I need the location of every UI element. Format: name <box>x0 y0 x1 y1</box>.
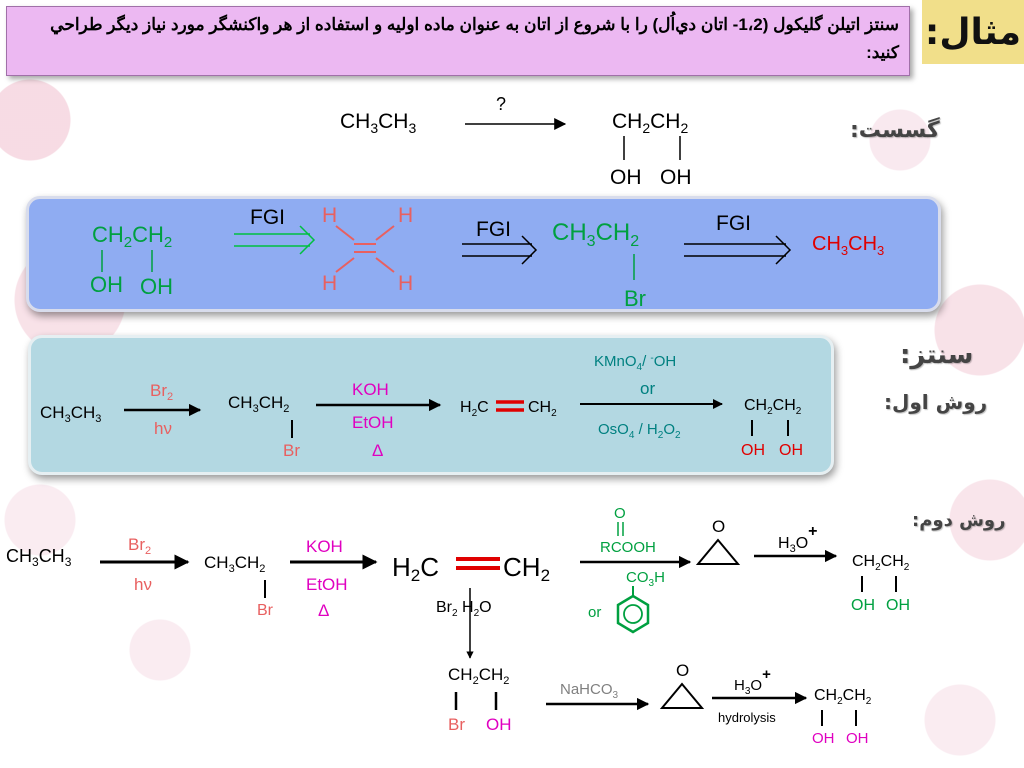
m2-ethane: CH3CH3 <box>6 546 72 569</box>
m2-reagent2-top: KOH <box>306 537 343 556</box>
retro-ethane: CH3CH3 <box>812 233 884 258</box>
m1-diol: CH2CH2 <box>744 397 802 417</box>
method2-scheme: CH3CH3 Br2 hν CH3CH2 Br KOH EtOH Δ H2C C… <box>6 505 910 747</box>
retro-arrow-2 <box>462 235 538 265</box>
retro-br: Br <box>624 286 646 311</box>
retro-oh-left: OH <box>90 272 123 297</box>
question-box: سنتز اتیلن گلیکول (1،2- اتان دي‌اُل) را … <box>6 6 910 76</box>
m2-diol-2: CH2CH2 <box>814 687 872 707</box>
retro-bromoethane: CH3CH2 <box>552 219 639 250</box>
m1-oh-left: OH <box>741 442 765 459</box>
m2-h3o: H3O+ <box>778 523 817 555</box>
m1-bromoethane: CH3CH2 <box>228 393 289 415</box>
method1-label: روش اول: <box>884 390 988 414</box>
target-scheme: CH3CH3 ? CH2CH2 OH OH <box>340 94 692 189</box>
svg-text:O: O <box>712 517 725 536</box>
fgi-label-2: FGI <box>476 218 511 241</box>
m1-reagent1-top: Br2 <box>150 381 173 403</box>
svg-text:H: H <box>322 204 337 227</box>
m2-reagent2-bottom: Δ <box>318 601 329 620</box>
m2-peracid: RCOOH <box>600 539 656 556</box>
retrosynthesis-panel <box>26 196 941 312</box>
m2-ethene-left: H2C <box>392 552 439 585</box>
m2-hydrolysis-label: hydrolysis <box>718 710 776 725</box>
m1-reagent2-bottom: Δ <box>372 441 383 460</box>
m1-ethene-right: CH2 <box>528 399 557 419</box>
epoxide-ring-icon-2: O <box>659 661 705 709</box>
svg-text:O: O <box>676 661 689 680</box>
m2-oh-right: OH <box>886 597 910 614</box>
svg-text:H: H <box>398 204 413 227</box>
m2-diol: CH2CH2 <box>852 553 910 573</box>
fgi-label-3: FGI <box>716 212 751 235</box>
m1-oh-right: OH <box>779 442 803 459</box>
question-text: سنتز اتیلن گلیکول (1،2- اتان دي‌اُل) را … <box>50 15 899 62</box>
disconnection-label: گسست: <box>850 118 940 143</box>
m2-mcpba-acid: CO3H <box>626 569 665 589</box>
retro-ethene: H H H H <box>322 204 413 295</box>
m2-reagent1-bottom: hν <box>134 575 152 594</box>
epoxide-ring-icon: O <box>695 517 741 565</box>
retro-arrow-3 <box>684 235 792 265</box>
svg-text:H: H <box>398 272 413 295</box>
m2-nahco3: NaHCO3 <box>560 681 619 701</box>
m2-bromohydrin-br: Br <box>448 715 465 734</box>
synthesis-label: سنتز: <box>900 340 974 370</box>
m2-bromohydrin-oh: OH <box>486 715 512 734</box>
m2-oh2-right: OH <box>846 730 869 747</box>
m2-h3o-2: H3O+ <box>734 666 771 697</box>
m2-bromoethane: CH3CH2 <box>204 553 265 575</box>
benzene-ring-icon <box>616 586 650 634</box>
method1-scheme: CH3CH3 Br2 hν CH3CH2 Br KOH EtOH Δ H2C C… <box>40 353 803 460</box>
m1-reagent3-or: or <box>640 379 655 398</box>
retrosynthesis-scheme: CH2CH2 OH OH FGI H H H H FGI <box>90 204 884 311</box>
m2-br: Br <box>257 602 274 619</box>
m1-ethane: CH3CH3 <box>40 403 101 425</box>
m1-reagent3-bottom: OsO4 / H2O2 <box>598 421 681 441</box>
m2-oh2-left: OH <box>812 730 835 747</box>
m1-ethene-left: H2C <box>460 399 489 419</box>
retro-oh-right: OH <box>140 274 173 299</box>
m2-down-reagent: Br2 H2O <box>436 599 492 619</box>
m2-or: or <box>588 604 601 621</box>
example-label: مثال: <box>924 11 1022 53</box>
fgi-label-1: FGI <box>250 206 285 229</box>
m2-oh-left: OH <box>851 597 875 614</box>
m1-reagent1-bottom: hν <box>154 419 172 438</box>
unknown-route-label: ? <box>496 94 506 114</box>
retro-diol: CH2CH2 <box>92 222 172 251</box>
retro-arrow-1 <box>234 225 316 255</box>
method2-label: روش دوم: <box>912 510 1006 531</box>
m1-reagent2-top: KOH <box>352 380 389 399</box>
m1-reagent3-top: KMnO4/ -OH <box>594 353 676 373</box>
example-tag: مثال: <box>922 0 1024 64</box>
m1-reagent2-mid: EtOH <box>352 413 394 432</box>
m2-bromohydrin: CH2CH2 <box>448 665 509 687</box>
m2-peracid-o: O <box>614 505 626 522</box>
m2-reagent1-top: Br2 <box>128 535 151 557</box>
target-oh-right: OH <box>660 166 692 189</box>
target-oh-left: OH <box>610 166 642 189</box>
m2-ethene-right: CH2 <box>503 552 550 585</box>
svg-text:H: H <box>322 272 337 295</box>
target-diol-formula: CH2CH2 <box>612 110 688 136</box>
ethane-formula: CH3CH3 <box>340 110 416 136</box>
m2-reagent2-mid: EtOH <box>306 575 348 594</box>
m1-br: Br <box>283 441 300 460</box>
